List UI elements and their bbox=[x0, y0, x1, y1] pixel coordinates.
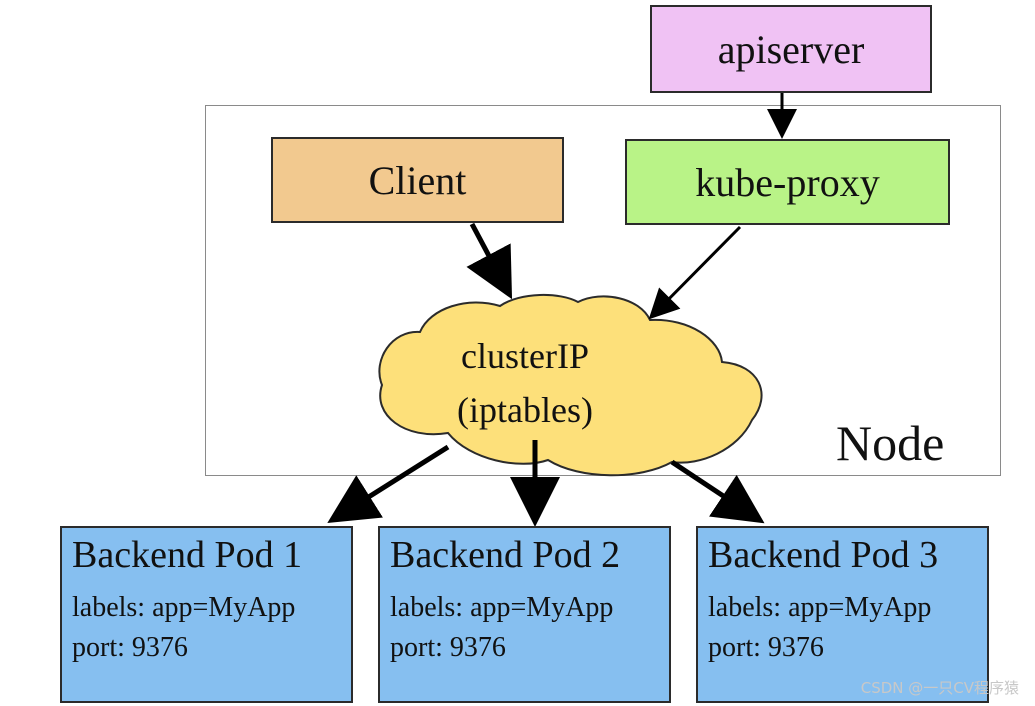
pod-labels: labels: app=MyApp bbox=[390, 591, 614, 623]
watermark: CSDN @一只CV程序猿 bbox=[860, 679, 1019, 697]
pod-port: port: 9376 bbox=[72, 632, 188, 664]
client-label: Client bbox=[368, 157, 467, 203]
client-box: Client bbox=[271, 137, 564, 223]
kube-proxy-label: kube-proxy bbox=[695, 159, 880, 205]
pod-port: port: 9376 bbox=[708, 632, 824, 664]
pod-port: port: 9376 bbox=[390, 632, 506, 664]
backend-pod-1: Backend Pod 1 labels: app=MyApp port: 93… bbox=[60, 526, 353, 703]
cluster-ip-label: clusterIP bbox=[461, 336, 589, 376]
apiserver-label: apiserver bbox=[717, 26, 865, 72]
pod-labels: labels: app=MyApp bbox=[72, 591, 296, 623]
kube-proxy-box: kube-proxy bbox=[625, 139, 950, 225]
node-label: Node bbox=[836, 415, 945, 471]
apiserver-box: apiserver bbox=[650, 5, 932, 93]
pod-title: Backend Pod 1 bbox=[72, 534, 303, 576]
backend-pod-3: Backend Pod 3 labels: app=MyApp port: 93… bbox=[696, 526, 989, 703]
pod-title: Backend Pod 3 bbox=[708, 534, 939, 576]
backend-pod-2: Backend Pod 2 labels: app=MyApp port: 93… bbox=[378, 526, 671, 703]
iptables-label: (iptables) bbox=[457, 390, 593, 430]
pod-labels: labels: app=MyApp bbox=[708, 591, 932, 623]
pod-title: Backend Pod 2 bbox=[390, 534, 621, 576]
